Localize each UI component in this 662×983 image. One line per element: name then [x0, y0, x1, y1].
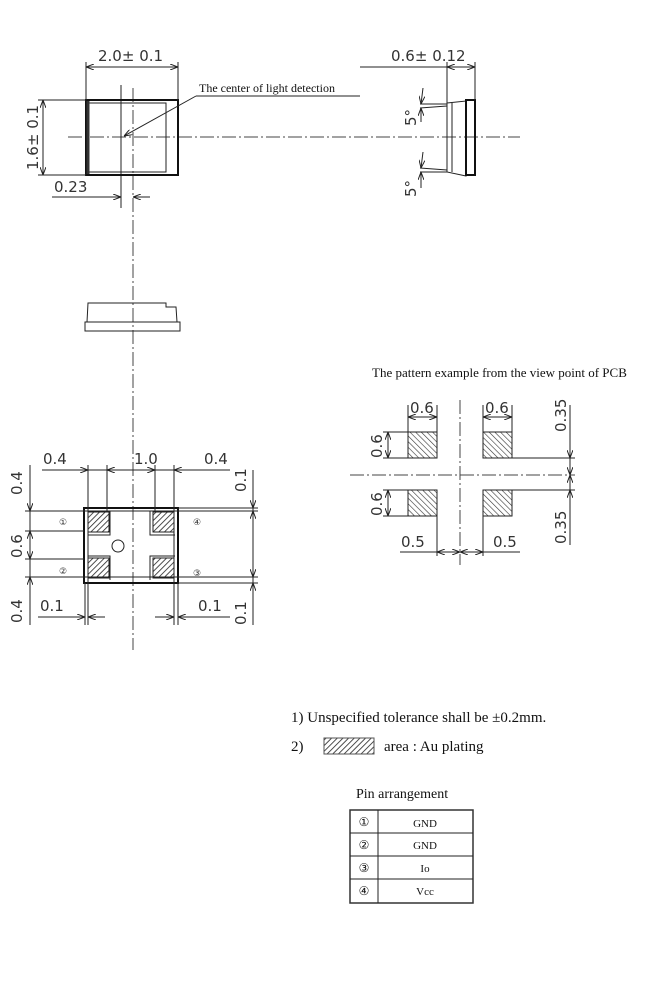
pcb-dim-left-gap: 0.5 — [401, 533, 425, 551]
hatch-legend-swatch — [323, 737, 375, 755]
note-tolerance: 1) Unspecified tolerance shall be ±0.2mm… — [291, 710, 546, 726]
notes: 1) Unspecified tolerance shall be ±0.2mm… — [291, 710, 546, 755]
pcb-dim-bottom-pad-height: 0.6 — [368, 492, 386, 516]
pin-marker-2: ② — [59, 567, 67, 577]
pad-1 — [87, 511, 110, 533]
thickness-dimension: 0.6± 0.12 — [391, 47, 466, 65]
dim-bottom-edge: 0.1 — [232, 601, 250, 625]
angle-top: 5° — [402, 109, 420, 126]
pcb-dim-bottom-offset: 0.35 — [552, 511, 570, 544]
side-profile — [84, 302, 181, 332]
package-bottom-outline — [83, 507, 179, 584]
note-plating-number: 2) — [291, 739, 304, 755]
side-view: 0.6± 0.12 5° 5° — [360, 47, 476, 197]
pin-name: Io — [420, 863, 430, 875]
pcb-dim-right-gap: 0.5 — [493, 533, 517, 551]
pin-number: ② — [359, 838, 370, 852]
pad-4 — [152, 511, 175, 533]
pcb-pattern: The pattern example from the view point … — [350, 365, 627, 565]
dim-right-edge: 0.1 — [198, 597, 222, 615]
table-row: ① GND — [359, 815, 437, 830]
pin-name: GND — [413, 818, 437, 830]
table-row: ④ Vcc — [359, 884, 434, 898]
pin-name: Vcc — [416, 886, 434, 898]
offset-dimension: 0.23 — [54, 178, 87, 196]
pin-arrangement-table: Pin arrangement ① GND ② GND ③ Io ④ Vcc — [349, 787, 474, 904]
height-dimension: 1.6± 0.1 — [24, 105, 42, 170]
pcb-dim-left-pad-width: 0.6 — [410, 399, 434, 417]
pcb-dim-top-offset: 0.35 — [552, 399, 570, 432]
pin-marker-3: ③ — [193, 569, 201, 579]
pin-marker-1: ① — [59, 518, 67, 528]
light-detection-callout: The center of light detection — [199, 81, 335, 95]
bottom-view: 0.4 1.0 0.4 0.4 0.6 0.4 0.1 0.1 0.1 0.1 … — [8, 450, 258, 625]
pin-number: ④ — [359, 884, 370, 898]
pad-2 — [87, 557, 110, 579]
table-row: ② GND — [359, 838, 437, 852]
pcb-dim-right-pad-width: 0.6 — [485, 399, 509, 417]
dim-left-pad-width: 0.4 — [43, 450, 67, 468]
note-plating-text: area : Au plating — [384, 739, 484, 755]
width-dimension: 2.0± 0.1 — [98, 47, 163, 65]
top-view: 2.0± 0.1 1.6± 0.1 0.23 The center of lig… — [24, 47, 520, 650]
dim-pad-gap: 0.6 — [8, 534, 26, 558]
dim-bottom-pad-height: 0.4 — [8, 599, 26, 623]
pad-3 — [152, 557, 175, 579]
dim-left-edge: 0.1 — [40, 597, 64, 615]
pin-table-title: Pin arrangement — [356, 787, 448, 802]
index-mark — [111, 539, 125, 553]
table-row: ③ Io — [359, 861, 430, 875]
dim-top-edge: 0.1 — [232, 468, 250, 492]
dim-right-pad-width: 0.4 — [204, 450, 228, 468]
dim-top-pad-height: 0.4 — [8, 471, 26, 495]
dim-pad-spacing: 1.0 — [134, 450, 158, 468]
pcb-pattern-title: The pattern example from the view point … — [372, 365, 627, 380]
pin-number: ③ — [359, 861, 370, 875]
package-outline — [85, 99, 179, 176]
angle-bottom: 5° — [402, 180, 420, 197]
pcb-dim-top-pad-height: 0.6 — [368, 434, 386, 458]
pin-number: ① — [359, 815, 370, 829]
pin-name: GND — [413, 840, 437, 852]
pin-marker-4: ④ — [193, 518, 201, 528]
